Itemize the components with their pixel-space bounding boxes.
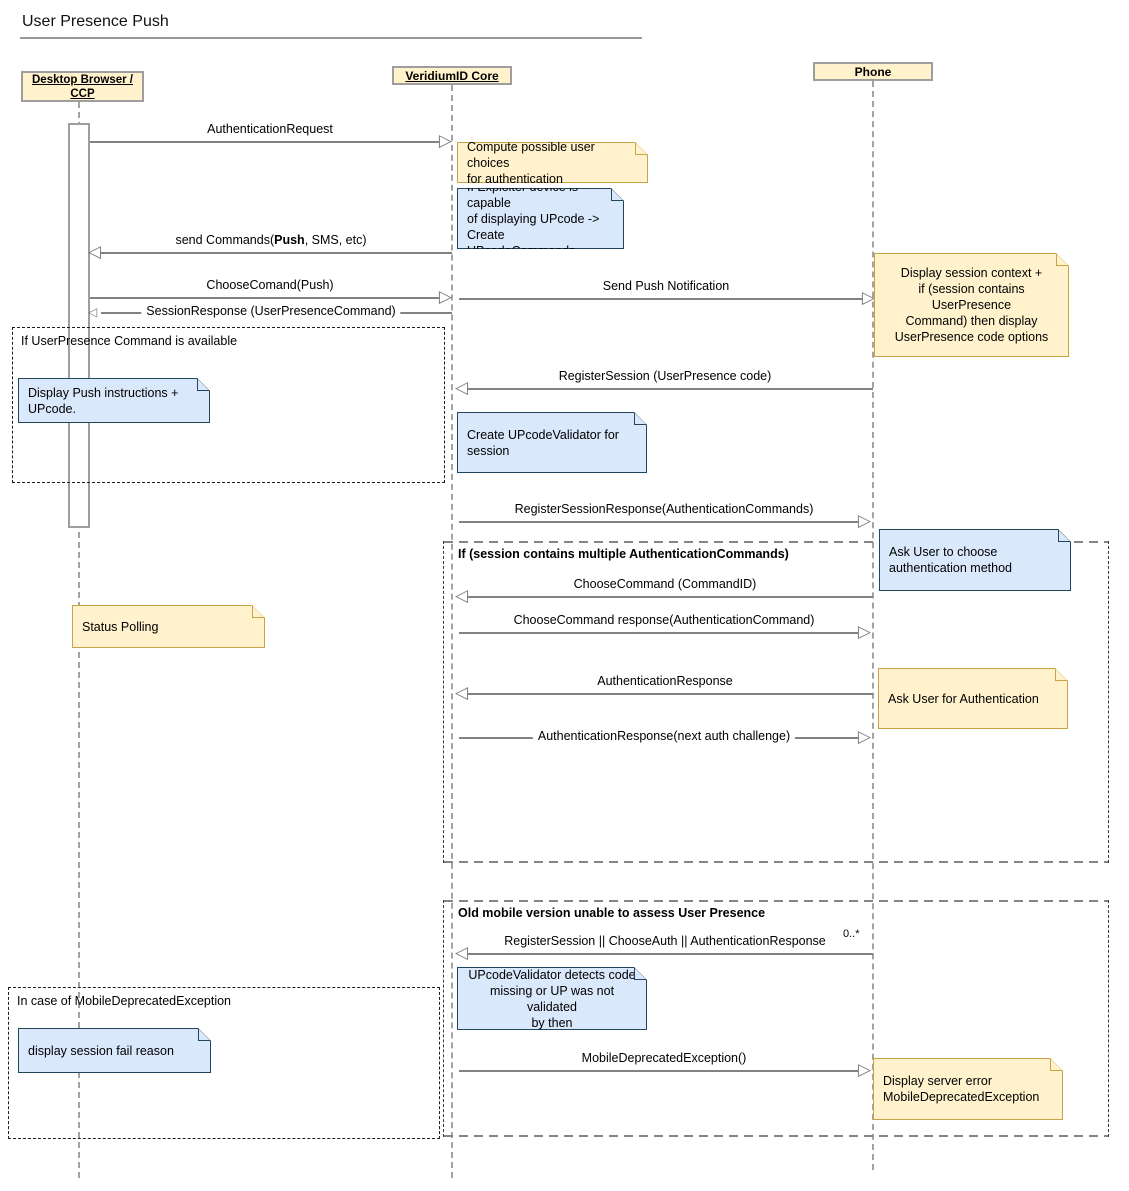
message-label: SessionResponse (UserPresenceCommand) bbox=[141, 304, 401, 318]
arrowhead-right-icon: ▷ bbox=[857, 622, 871, 641]
folded-corner-icon bbox=[634, 967, 647, 980]
note-display-server-error: Display server error MobileDeprecatedExc… bbox=[873, 1058, 1063, 1120]
note-ask-user-auth: Ask User for Authentication bbox=[878, 668, 1068, 729]
fragment-if-multiple-commands: If (session contains multiple Authentica… bbox=[443, 541, 1109, 863]
folded-corner-icon bbox=[634, 412, 647, 425]
message-label: ChooseCommand (CommandID) bbox=[573, 577, 757, 591]
note-ask-user-choose: Ask User to choose authentication method bbox=[879, 529, 1071, 591]
lifeline-phone bbox=[872, 81, 874, 1170]
arrowhead-left-icon: ◁ bbox=[88, 242, 102, 261]
fragment-label: If (session contains multiple Authentica… bbox=[458, 547, 789, 561]
folded-corner-icon bbox=[252, 605, 265, 618]
folded-corner-icon bbox=[1055, 668, 1068, 681]
note-create-upcode-validator: Create UPcodeValidator for session bbox=[457, 412, 647, 473]
note-display-session-context: Display session context + if (session co… bbox=[874, 253, 1069, 357]
page-title: User Presence Push bbox=[22, 13, 169, 30]
arrowhead-right-icon: ▷ bbox=[438, 131, 452, 150]
message-label: RegisterSession (UserPresence code) bbox=[558, 369, 772, 383]
note-status-polling: Status Polling bbox=[72, 605, 265, 648]
fragment-mobile-deprecated: In case of MobileDeprecatedException bbox=[8, 987, 440, 1139]
message-label: AuthenticationResponse bbox=[597, 674, 733, 688]
title-underline bbox=[20, 37, 642, 39]
folded-corner-icon bbox=[198, 1028, 211, 1041]
fragment-if-userpresence: If UserPresence Command is available bbox=[12, 327, 445, 483]
note-display-push-instructions: Display Push instructions + UPcode. bbox=[18, 378, 210, 423]
activation-bar-desktop bbox=[68, 123, 90, 528]
arrowhead-left-icon: ◁ bbox=[455, 586, 469, 605]
message-label: ChooseComand(Push) bbox=[206, 278, 334, 292]
arrowhead-right-icon: ▷ bbox=[861, 288, 875, 307]
folded-corner-icon bbox=[611, 188, 624, 201]
lifeline-core bbox=[451, 85, 453, 1178]
message-label: RegisterSessionResponse(AuthenticationCo… bbox=[514, 502, 814, 516]
arrowhead-left-icon: ◁ bbox=[455, 683, 469, 702]
actor-phone: Phone bbox=[813, 62, 933, 81]
message-label: AuthenticationRequest bbox=[207, 122, 333, 136]
folded-corner-icon bbox=[1056, 253, 1069, 266]
actor-veridiumid-core: VeridiumID Core bbox=[392, 66, 512, 85]
fragment-label: Old mobile version unable to assess User… bbox=[458, 906, 766, 920]
arrowhead-right-icon: ▷ bbox=[438, 287, 452, 306]
message-label: AuthenticationResponse(next auth challen… bbox=[532, 729, 796, 743]
fragment-label: If UserPresence Command is available bbox=[21, 334, 238, 348]
folded-corner-icon bbox=[1050, 1058, 1063, 1071]
fragment-label: In case of MobileDeprecatedException bbox=[17, 994, 232, 1008]
actor-desktop-browser: Desktop Browser / CCP bbox=[21, 71, 144, 102]
folded-corner-icon bbox=[635, 142, 648, 155]
arrowhead-left-icon: ◁ bbox=[455, 943, 469, 962]
note-compute-choices: Compute possible user choices for authen… bbox=[457, 142, 648, 183]
arrowhead-right-icon: ▷ bbox=[857, 727, 871, 746]
arrowhead-left-icon: ◁ bbox=[88, 305, 98, 319]
arrowhead-left-icon: ◁ bbox=[455, 378, 469, 397]
message-label: MobileDeprecatedException() bbox=[581, 1051, 747, 1065]
folded-corner-icon bbox=[1058, 529, 1071, 542]
multiplicity-label: 0..* bbox=[843, 928, 860, 940]
note-exploiter-device: If Exploiter device is capable of displa… bbox=[457, 188, 624, 249]
arrowhead-right-icon: ▷ bbox=[857, 511, 871, 530]
message-label: Send Push Notification bbox=[602, 279, 730, 293]
arrowhead-right-icon: ▷ bbox=[857, 1060, 871, 1079]
message-label: send Commands(Push, SMS, etc) bbox=[175, 233, 367, 247]
note-upcode-validator-detects: UPcodeValidator detects code missing or … bbox=[457, 967, 647, 1030]
folded-corner-icon bbox=[197, 378, 210, 391]
message-label: RegisterSession || ChooseAuth || Authent… bbox=[504, 934, 826, 948]
fragment-old-mobile: Old mobile version unable to assess User… bbox=[443, 900, 1109, 1137]
message-label: ChooseCommand response(AuthenticationCom… bbox=[513, 613, 815, 627]
note-display-fail-reason: display session fail reason bbox=[18, 1028, 211, 1073]
